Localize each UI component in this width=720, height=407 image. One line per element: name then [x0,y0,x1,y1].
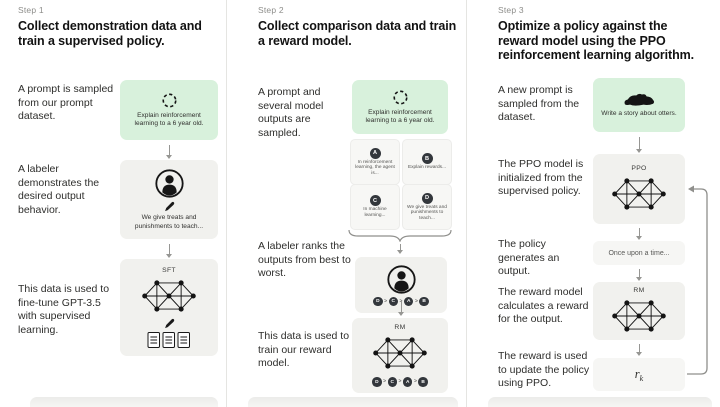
pencil-icon [164,318,175,329]
next-row-card [248,397,458,407]
rm-label: RM [633,286,645,294]
neural-net-icon [611,296,667,336]
cycle-icon [392,89,409,106]
step3-reward-box: rk [593,358,685,391]
neural-net-icon [611,174,667,214]
arrow-down [397,301,405,316]
step1-labeler-text: We give treats and punishments to teach.… [134,214,204,230]
step2-rm-box: RM D > C > A > B [352,318,448,393]
rank-circle: A [402,377,413,387]
step1-caption-prompt: A prompt is sampled from our prompt data… [18,83,114,122]
step3-ppo-box: PPO [593,154,685,224]
ranking-row: D > C > A > B [372,377,428,387]
step1-sft-box: SFT [120,259,218,356]
column-divider-2 [466,0,467,407]
rank-circle: A [403,296,414,307]
arrow-down [635,344,643,356]
step1-prompt-text: Explain reinforcement learning to a 6 ye… [134,111,204,127]
arrow-down [165,145,173,159]
step2-prompt-text: Explain reinforcement learning to a 6 ye… [365,108,435,124]
output-box-d: D We give treats and punishments to teac… [402,184,452,230]
step2-label: Step 2 [258,5,284,15]
step2-caption-prompt: A prompt and several model outputs are s… [258,86,324,139]
output-letter-b: B [421,153,433,165]
output-letter-d: D [421,192,433,204]
rank-circle: B [418,377,428,387]
cycle-icon [161,92,178,109]
person-icon [386,264,417,295]
output-text-a: In reinforcement learning, the agent is.… [355,159,395,176]
step1-prompt-box: Explain reinforcement learning to a 6 ye… [120,80,218,140]
step3-output-box: Once upon a time... [593,241,685,265]
rank-circle: B [419,296,429,307]
step1-caption-labeler: A labeler demonstrates the desired outpu… [18,163,100,216]
step2-prompt-box: Explain reinforcement learning to a 6 ye… [352,80,448,134]
rank-separator: > [414,298,418,304]
output-box-c: C In machine learning... [350,184,400,230]
output-letter-c: C [369,195,381,207]
output-letter-a: A [369,147,381,159]
step3-caption-reward: The reward model calculates a reward for… [498,286,589,325]
arrow-down [635,228,643,240]
rank-circle: D [373,296,383,307]
output-box-a: A In reinforcement learning, the agent i… [350,139,400,185]
arrow-down [635,137,643,153]
output-text-b: Explain rewards... [407,165,447,171]
ppo-label: PPO [631,164,647,172]
output-box-b: B Explain rewards... [402,139,452,185]
step3-output-text: Once upon a time... [608,249,670,257]
rank-circle: C [388,296,399,307]
step3-label: Step 3 [498,5,524,15]
otter-icon [623,92,655,107]
step1-heading: Collect demonstration data and train a s… [18,19,202,48]
rank-separator: > [383,378,387,385]
sft-label: SFT [162,266,176,274]
reward-symbol: rk [634,366,644,383]
curly-brace [348,229,452,242]
step1-label: Step 1 [18,5,44,15]
neural-net-icon [141,276,197,316]
arrow-down [635,269,643,281]
ranking-row: D > C > A > B [373,296,429,307]
rank-circle: D [372,377,382,387]
step2-caption-train: This data is used to train our reward mo… [258,330,350,369]
arrow-down [165,244,173,258]
rank-separator: > [398,378,402,385]
step3-caption-ppo: The PPO model is initialized from the su… [498,158,584,197]
neural-net-icon [372,333,428,373]
step3-caption-prompt: A new prompt is sampled from the dataset… [498,84,580,123]
step3-caption-update: The reward is used to update the policy … [498,350,590,389]
rank-separator: > [384,298,388,304]
step2-caption-rank: A labeler ranks the outputs from best to… [258,240,351,279]
step2-heading: Collect comparison data and train a rewa… [258,19,457,48]
arrow-down [396,244,404,254]
next-row-card [30,397,218,407]
person-icon [154,168,185,199]
pencil-icon [164,201,175,212]
output-text-d: We give treats and punishments to teach.… [407,204,447,221]
rm-label: RM [394,324,406,332]
step3-rm-box: RM [593,282,685,340]
rank-separator: > [413,378,417,385]
step1-labeler-box: We give treats and punishments to teach.… [120,160,218,239]
step3-prompt-text: Write a story about otters. [601,109,677,117]
output-text-c: In machine learning... [363,207,387,218]
rank-circle: C [387,377,398,387]
next-row-card [488,397,712,407]
step1-caption-finetune: This data is used to fine-tune GPT-3.5 w… [18,283,110,336]
step3-caption-output: The policy generates an output. [498,238,560,277]
feedback-loop-arrow [687,185,708,375]
column-divider-1 [226,0,227,407]
step3-heading: Optimize a policy against the reward mod… [498,19,695,62]
step3-prompt-box: Write a story about otters. [593,78,685,132]
documents-icon [147,331,191,349]
